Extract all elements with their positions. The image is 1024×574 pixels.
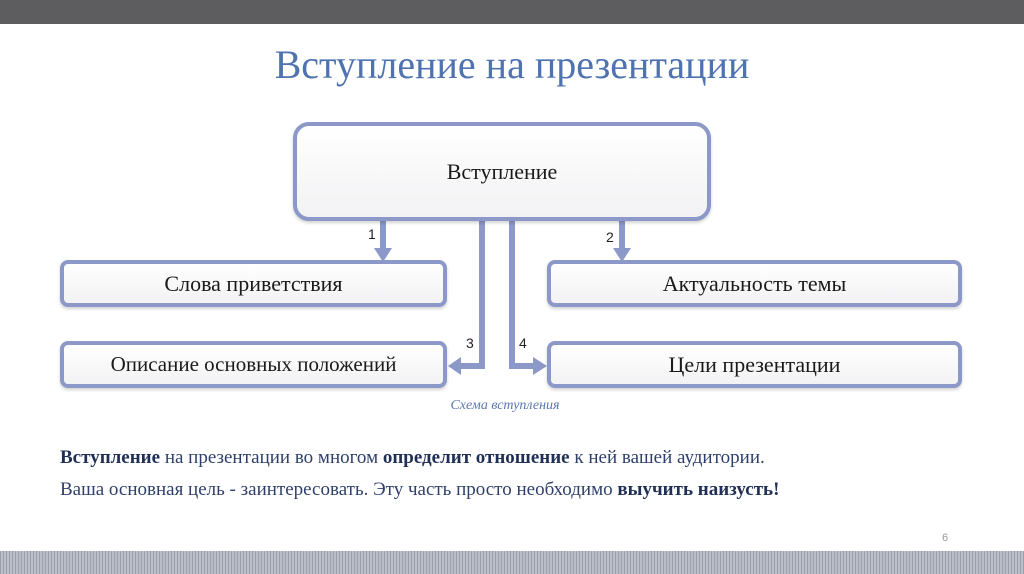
box-introduction: Вступление <box>293 122 711 221</box>
arrow-label-1: 1 <box>368 226 376 242</box>
text-segment: Ваша основная цель - заинтересовать. Эту… <box>60 479 618 500</box>
bold-memorize: выучить наизусть! <box>617 479 780 500</box>
box-main-points: Описание основных положений <box>60 341 447 388</box>
body-line-1: Вступление на презентации во многом опре… <box>60 446 980 470</box>
arrow-4 <box>509 221 547 375</box>
arrow-1 <box>374 221 392 262</box>
arrow-label-2: 2 <box>606 229 614 245</box>
arrow-3 <box>448 221 485 375</box>
slide-title: Вступление на презентации <box>274 42 750 87</box>
bottom-bar <box>0 551 1024 574</box>
arrow-label-4: 4 <box>519 335 527 351</box>
page-number: 6 <box>941 532 949 544</box>
box-presentation-goals: Цели презентации <box>547 341 962 388</box>
top-bar <box>0 0 1024 24</box>
bold-introduction: Вступление <box>60 447 161 468</box>
arrow-2 <box>613 221 631 262</box>
diagram-caption: Схема вступления <box>450 398 560 413</box>
box-topic-relevance: Актуальность темы <box>547 260 962 307</box>
text-segment: на презентации во многом <box>160 447 383 468</box>
arrow-label-3: 3 <box>466 335 474 351</box>
text-segment: к ней вашей аудитории. <box>569 447 765 468</box>
box-greeting: Слова приветствия <box>60 260 447 307</box>
bold-attitude: определит отношение <box>382 447 570 468</box>
body-line-2: Ваша основная цель - заинтересовать. Эту… <box>60 478 980 502</box>
